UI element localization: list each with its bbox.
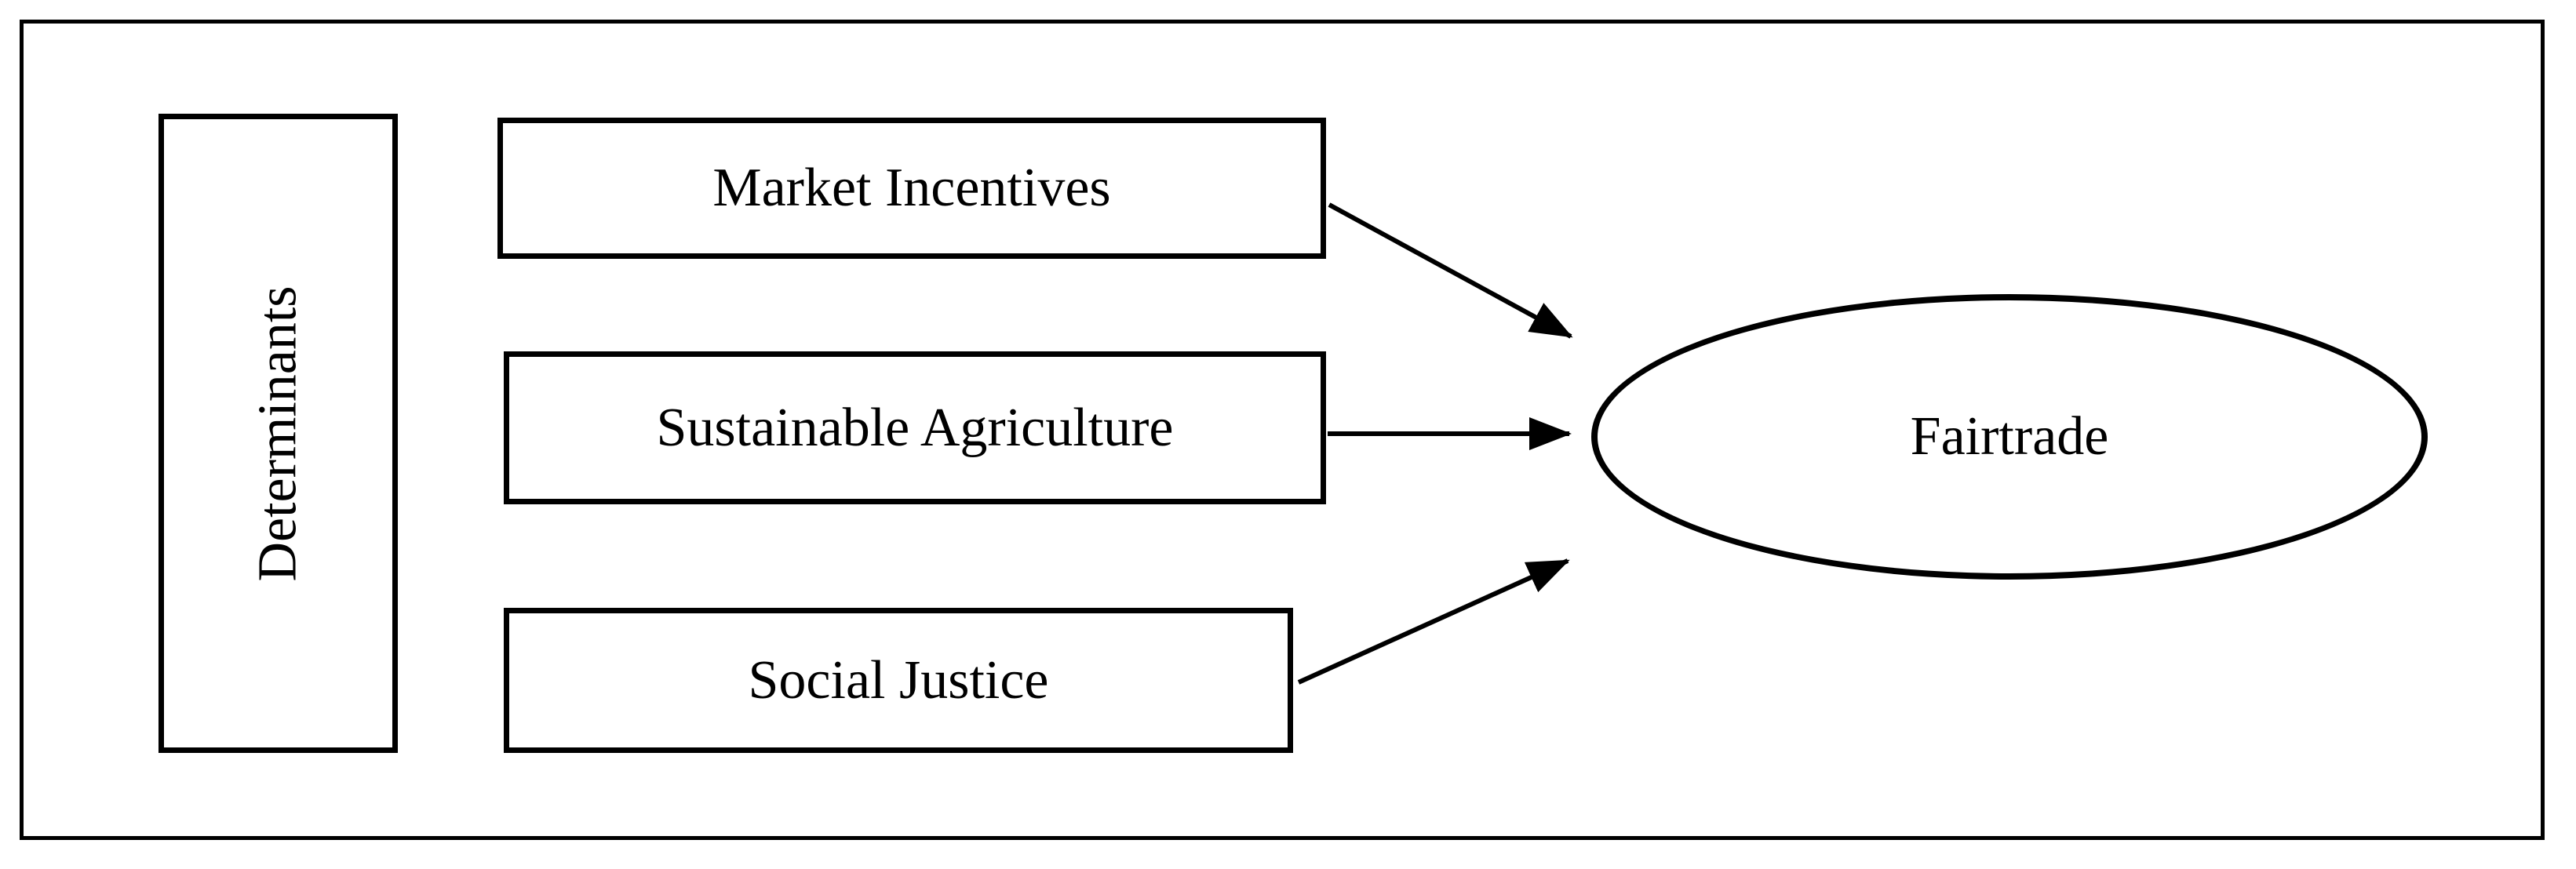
determinants-box: Determinants	[158, 114, 398, 753]
market-incentives-label: Market Incentives	[712, 158, 1111, 218]
market-incentives-box: Market Incentives	[497, 118, 1326, 259]
sustainable-agriculture-label: Sustainable Agriculture	[656, 397, 1174, 458]
social-justice-label: Social Justice	[748, 649, 1049, 711]
determinants-label: Determinants	[247, 285, 308, 582]
sustainable-agriculture-box: Sustainable Agriculture	[504, 351, 1326, 504]
social-justice-box: Social Justice	[504, 608, 1293, 753]
diagram-border	[20, 20, 2545, 840]
fairtrade-label: Fairtrade	[1910, 406, 2109, 467]
fairtrade-ellipse: Fairtrade	[1591, 294, 2428, 580]
